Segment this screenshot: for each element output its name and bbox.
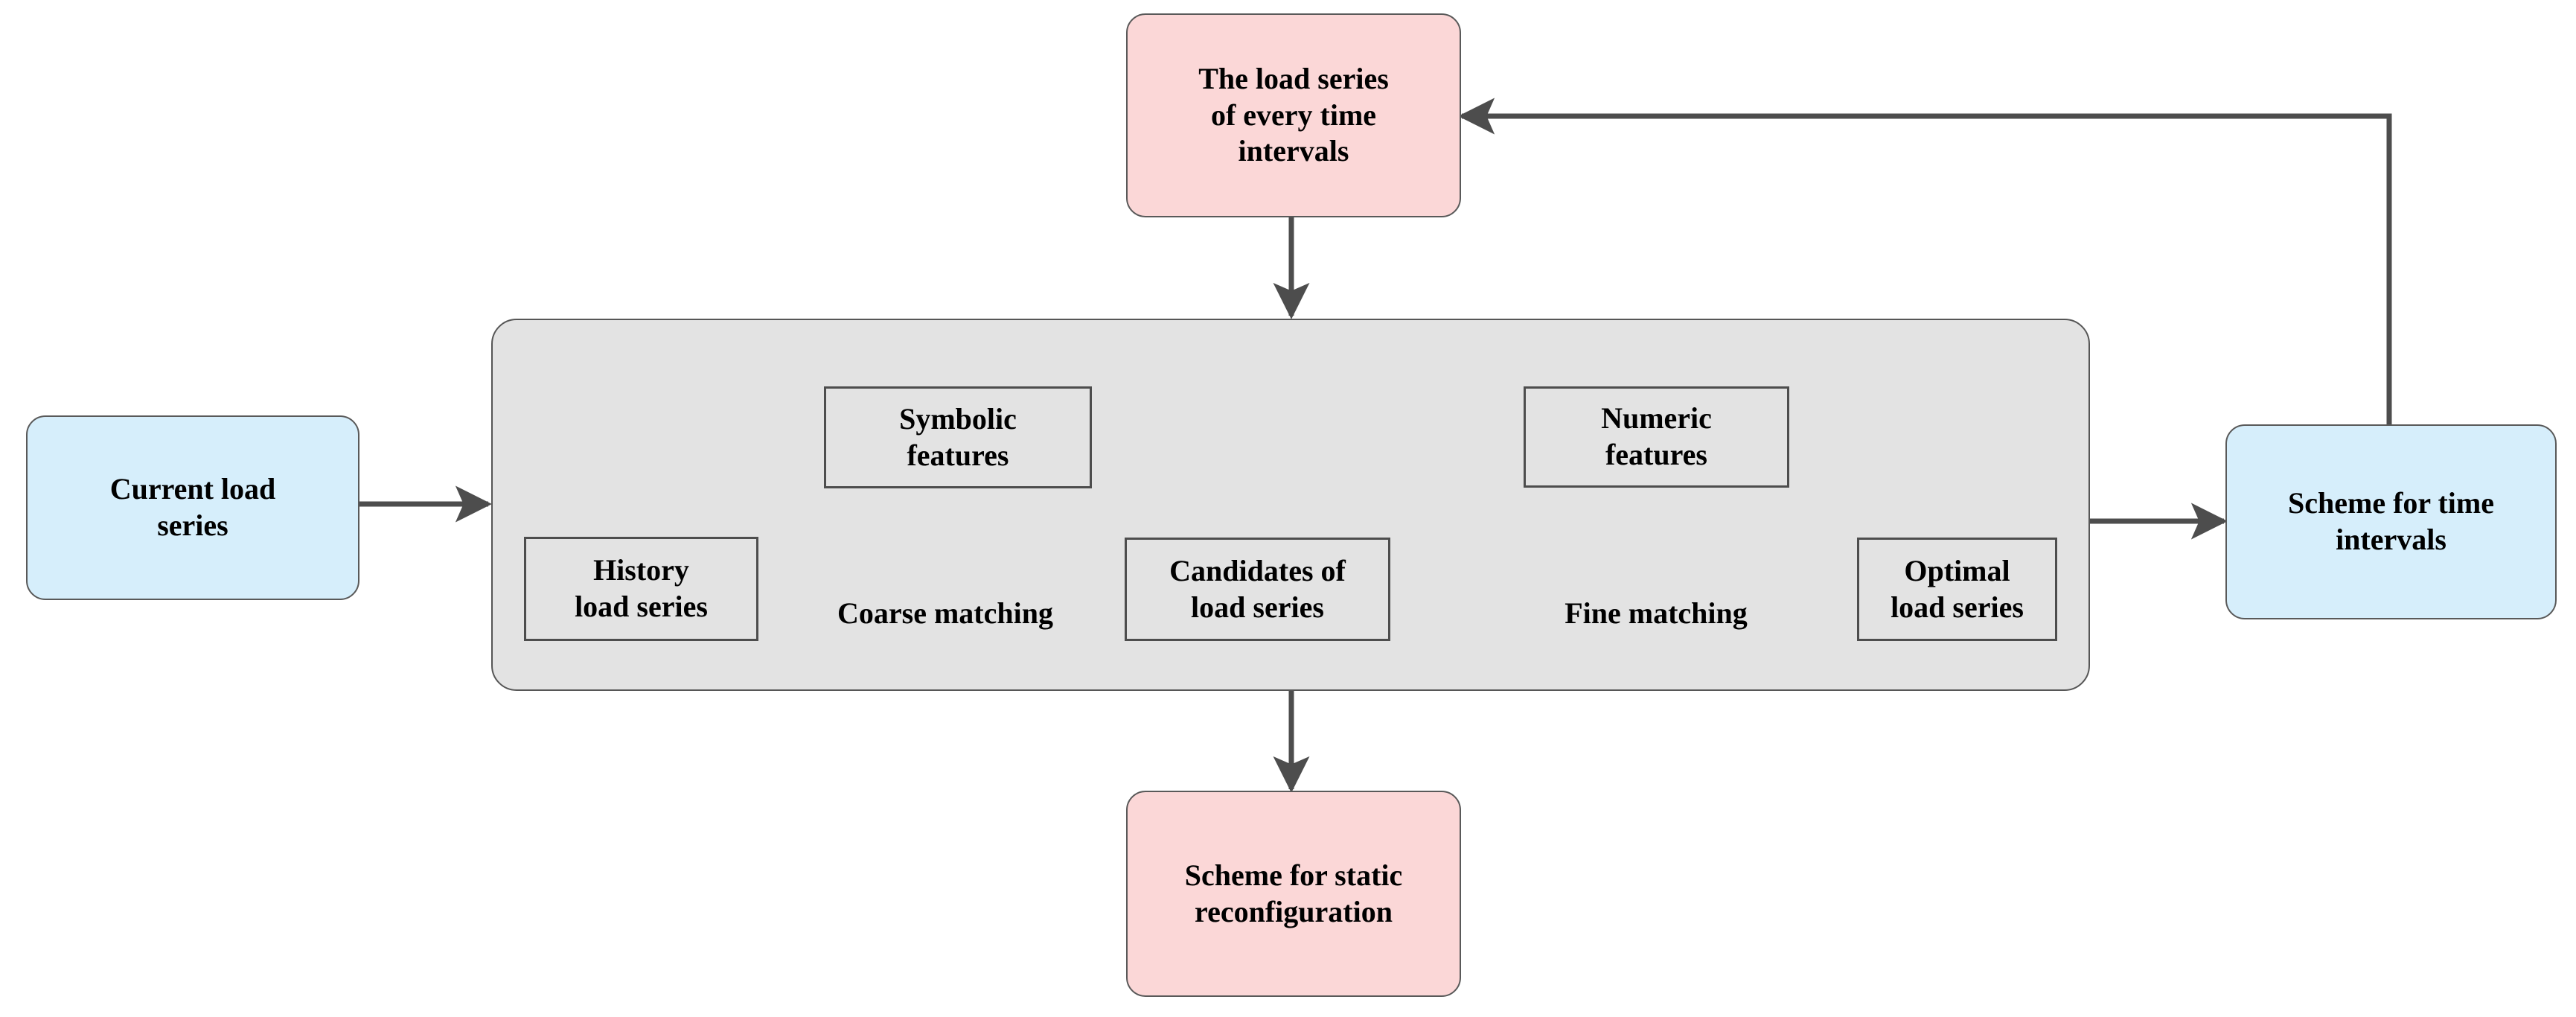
node-candidates-of-load-series[interactable]: Candidates of load series — [1125, 538, 1390, 641]
edge-label-fine-matching: Fine matching — [1565, 596, 1748, 630]
node-scheme-for-time-intervals[interactable]: Scheme for time intervals — [2225, 424, 2557, 619]
node-scheme-for-static-reconfiguration[interactable]: Scheme for static reconfiguration — [1126, 791, 1461, 997]
node-history-load-series[interactable]: History load series — [524, 537, 758, 641]
node-load-series-of-every-time-intervals[interactable]: The load series of every time intervals — [1126, 13, 1461, 217]
edge-label-coarse-matching: Coarse matching — [837, 596, 1053, 630]
node-current-load-series[interactable]: Current load series — [26, 415, 359, 600]
node-symbolic-features[interactable]: Symbolic features — [824, 386, 1092, 488]
node-optimal-load-series[interactable]: Optimal load series — [1857, 538, 2057, 641]
node-numeric-features[interactable]: Numeric features — [1524, 386, 1789, 488]
